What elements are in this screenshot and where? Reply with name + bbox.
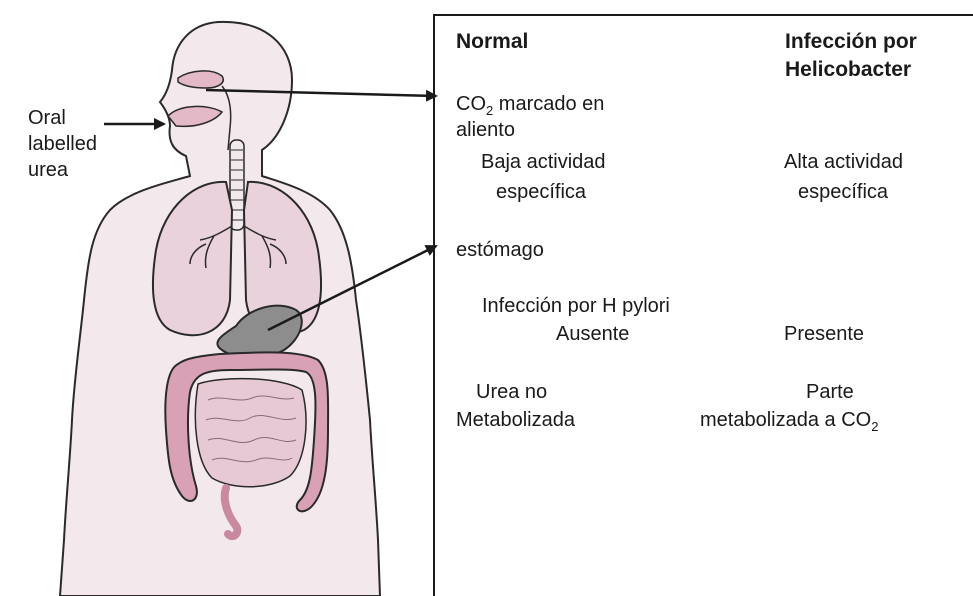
- low-activity-line1: Baja actividad: [481, 150, 606, 174]
- hp-infection-label: Infección por H pylori: [482, 294, 670, 318]
- part-line1: Parte: [806, 380, 854, 404]
- present-label: Presente: [784, 322, 864, 346]
- high-activity-line1: Alta actividad: [784, 150, 903, 174]
- stomach-label: estómago: [456, 238, 544, 262]
- header-infection-line1: Infección por: [785, 30, 917, 54]
- urea-line2: Metabolizada: [456, 408, 575, 432]
- part-line2: metabolizada a CO2: [700, 408, 878, 432]
- absent-label: Ausente: [556, 322, 629, 346]
- urea-line1: Urea no: [476, 380, 547, 404]
- high-activity-line2: específica: [798, 180, 888, 204]
- breath-label-line2: aliento: [456, 118, 515, 142]
- breath-label-line1: CO2 marcado en: [456, 92, 604, 116]
- header-normal: Normal: [456, 30, 528, 54]
- oral-label-line3: urea: [28, 158, 68, 182]
- low-activity-line2: específica: [496, 180, 586, 204]
- oral-label-line1: Oral: [28, 106, 66, 130]
- oral-label-line2: labelled: [28, 132, 97, 156]
- small-intestine: [195, 379, 306, 487]
- header-infection-line2: Helicobacter: [785, 58, 911, 82]
